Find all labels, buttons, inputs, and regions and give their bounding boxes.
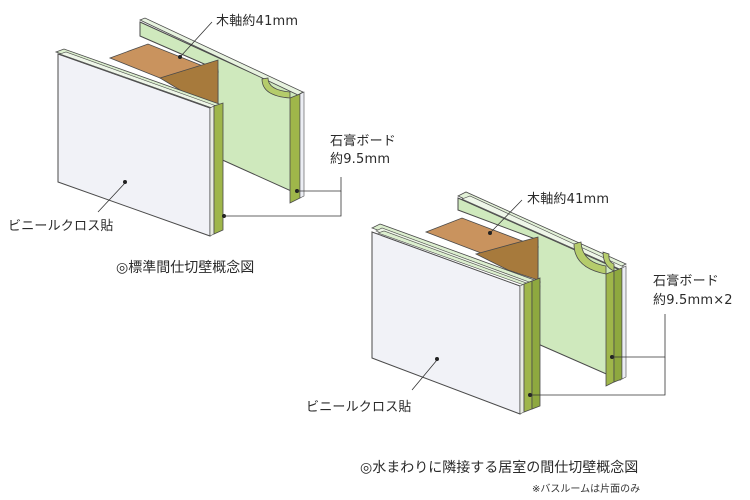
bathroom-note: ※バスルームは片面のみ [532, 484, 641, 495]
stud-label-1: 木軸約41mm [216, 14, 299, 29]
board-label-2-line1: 石膏ボード [653, 274, 720, 289]
finish-label-1: ビニールクロス貼 [8, 219, 114, 234]
stud-label-2: 木軸約41mm [527, 192, 610, 207]
finish-label-2: ビニールクロス貼 [306, 400, 412, 415]
front-board-edge [523, 280, 533, 413]
board-label-2-line2: 約9.5mm×2 [653, 293, 733, 308]
caption-wet-area-wall: ◎水まわりに隣接する居室の間仕切壁概念図 [360, 460, 639, 476]
standard-wall-illustration [54, 17, 342, 237]
board-label-1-line1: 石膏ボード [330, 134, 397, 149]
wet-area-wall-illustration [370, 191, 666, 415]
back-board-edge [289, 93, 301, 204]
front-board-edge [213, 102, 224, 235]
board-label-1-line2: 約9.5mm [330, 152, 391, 167]
caption-standard-wall: ◎標準間仕切壁概念図 [116, 260, 255, 276]
